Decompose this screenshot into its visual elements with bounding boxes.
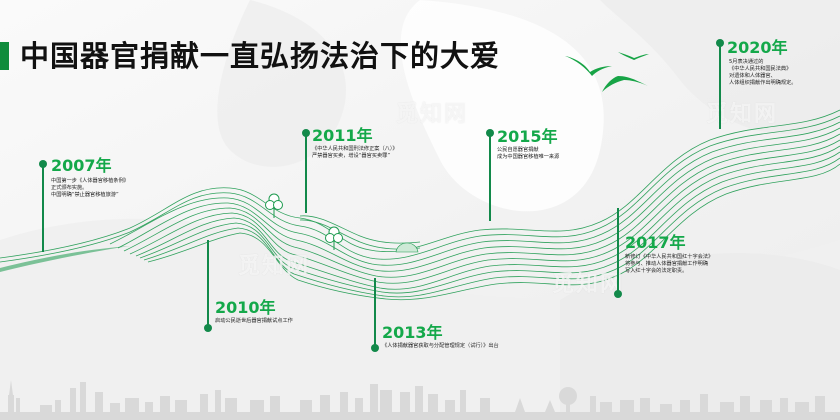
timeline-year: 2015年 bbox=[497, 127, 558, 146]
title-accent-bar bbox=[0, 42, 9, 70]
page-title: 中国器官捐献一直弘扬法治下的大爱 bbox=[20, 39, 501, 73]
timeline-line bbox=[305, 133, 307, 213]
timeline-dot bbox=[371, 344, 379, 352]
watermark: 觅知网 bbox=[396, 102, 469, 127]
watermark: 觅知网 bbox=[706, 102, 779, 127]
timeline-desc: 启动公民逝世后器官捐献试点工作 bbox=[215, 318, 293, 324]
timeline-year: 2017年 bbox=[625, 233, 686, 252]
timeline-desc: 新修订《中华人民共和国红十字会法》 将参与、推动人体器官捐献工作明确 写入红十字… bbox=[625, 254, 714, 274]
timeline-desc: 《中华人民共和国刑法修正案（八）》 严禁器官买卖，增设“器官买卖罪” bbox=[312, 146, 398, 159]
timeline-desc: 《人体捐献器官获取与分配管理规定（试行）》出台 bbox=[382, 343, 499, 349]
dome-icon bbox=[395, 242, 419, 253]
watermark: 觅知网 bbox=[238, 254, 311, 279]
timeline-desc: 5月表决通过的 《中华人民共和国民法典》 对遗体和人体器官、 人体组织捐献作出明… bbox=[729, 59, 797, 86]
timeline-year: 2011年 bbox=[312, 126, 373, 145]
timeline-desc: 中国第一步《人体器官移植条例》 正式颁布实施。 中国明确“禁止器官移植旅游” bbox=[51, 178, 129, 198]
timeline-line bbox=[42, 164, 44, 252]
timeline-line bbox=[719, 43, 721, 129]
timeline-year: 2010年 bbox=[215, 298, 276, 317]
timeline-year: 2013年 bbox=[382, 323, 443, 342]
timeline-line bbox=[374, 278, 376, 348]
timeline-dot bbox=[204, 324, 212, 332]
timeline-year: 2020年 bbox=[727, 38, 788, 57]
timeline-line bbox=[207, 240, 209, 328]
timeline-line bbox=[489, 133, 491, 221]
tree-icon bbox=[325, 226, 343, 250]
timeline-dot bbox=[614, 290, 622, 298]
timeline-desc: 公民自愿器官捐献 成为中国器官移植唯一来源 bbox=[497, 147, 560, 160]
watermark: 觅知网 bbox=[552, 272, 625, 297]
timeline-year: 2007年 bbox=[51, 156, 112, 175]
timeline-line bbox=[617, 208, 619, 294]
tree-icon bbox=[265, 193, 283, 218]
